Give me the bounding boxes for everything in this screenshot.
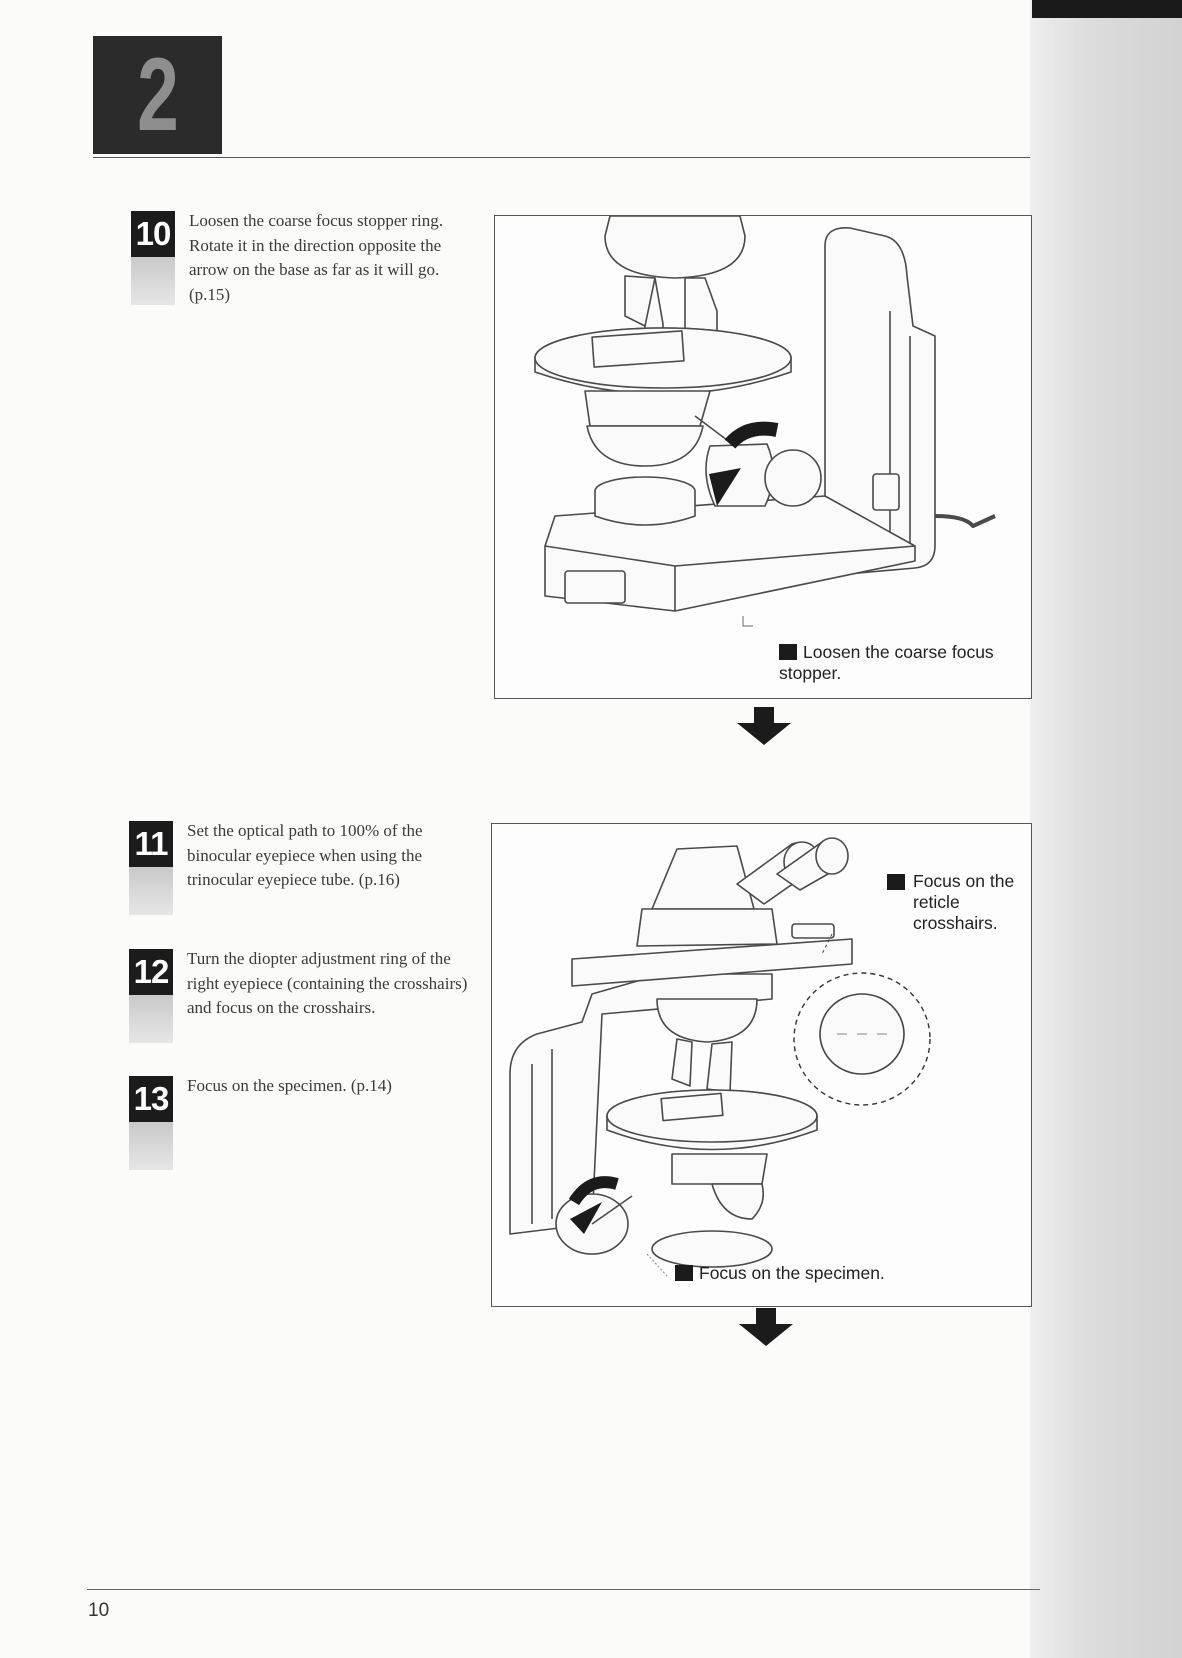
caption-text: Focus on the reticle crosshairs. (913, 871, 1015, 933)
caption-marker (675, 1265, 693, 1281)
step-number-badge: 10 (131, 211, 175, 257)
footer-rule (87, 1589, 1040, 1590)
microscope-illustration-1 (534, 216, 996, 627)
caption-text: Loosen the coarse focus stopper. (779, 642, 994, 683)
microscope-illustration-2 (509, 837, 931, 1277)
figure-focus-specimen: Focus on the reticle crosshairs. Focus o… (491, 823, 1032, 1307)
step-text: Set the optical path to 100% of the bino… (187, 821, 423, 890)
header-rule (93, 157, 1030, 158)
step-badge-strip (131, 257, 175, 305)
step-text: Turn the diopter adjustment ring of the … (187, 949, 468, 1018)
page-number: 10 (88, 1600, 110, 1621)
step-text: Focus on the specimen. (p.14) (187, 1076, 392, 1095)
step-text: Loosen the coarse focus stopper ring. Ro… (189, 211, 443, 304)
step-number-badge: 13 (129, 1076, 173, 1122)
caption-text: Focus on the specimen. (699, 1263, 885, 1283)
chapter-number: 2 (136, 37, 179, 153)
step-number-badge: 12 (129, 949, 173, 995)
down-arrow-icon (739, 1308, 793, 1346)
step-badge-strip (129, 995, 173, 1043)
step-badge-strip (129, 867, 173, 915)
figure-caption-reticle: Focus on the reticle crosshairs. (887, 871, 1027, 934)
step-badge-strip (129, 1122, 173, 1170)
step-number-badge: 11 (129, 821, 173, 867)
chapter-badge: 2 (93, 36, 222, 154)
figure-caption: Loosen the coarse focus stopper. (779, 642, 1019, 684)
page-gutter-edge (1032, 0, 1182, 18)
figure-caption-specimen: Focus on the specimen. (675, 1263, 975, 1284)
figure-coarse-focus-stopper: Loosen the coarse focus stopper. (494, 215, 1032, 699)
page-gutter-shadow (1030, 0, 1182, 1658)
caption-marker (779, 644, 797, 660)
caption-marker (887, 874, 905, 890)
down-arrow-icon (737, 707, 791, 745)
